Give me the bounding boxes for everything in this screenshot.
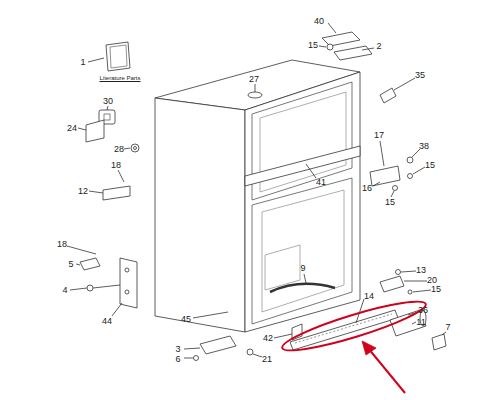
callout-number: 14 [364, 292, 374, 301]
callout-number: 5 [68, 260, 73, 269]
callout-number: 18 [111, 161, 121, 170]
callout-number: 17 [374, 131, 384, 140]
callout-number: 6 [175, 355, 180, 364]
callout-number: 2 [376, 42, 381, 51]
callout-number: 30 [103, 97, 113, 106]
callout-number: 11 [416, 318, 425, 327]
part-name: Literature Parts [99, 75, 140, 81]
callout-number: 15 [385, 198, 395, 207]
callout-number: 13 [416, 266, 426, 275]
callout-number: 40 [314, 17, 324, 26]
callout-number: 12 [78, 187, 88, 196]
callout-number: 15 [425, 161, 435, 170]
callout-number: 36 [418, 306, 428, 315]
callout-number: 15 [431, 285, 441, 294]
callout-number: 44 [102, 317, 112, 326]
callout-number: 38 [419, 142, 429, 151]
callout-number: 1 [80, 58, 85, 67]
callout-number: 15 [308, 41, 318, 50]
callout-number: 42 [263, 334, 273, 343]
callout-number: 4 [62, 286, 67, 295]
callout-number: 20 [427, 276, 437, 285]
callout-number: 45 [181, 315, 191, 324]
callout-number: 16 [362, 184, 372, 193]
callout-number: 3 [175, 345, 180, 354]
callout-number: 28 [114, 145, 124, 154]
callout-number: 41 [316, 178, 326, 187]
callout-number: 7 [445, 323, 450, 332]
callout-number: 27 [249, 75, 259, 84]
callout-number: 9 [300, 264, 305, 273]
callout-number: 35 [415, 71, 425, 80]
callout-number: 18 [57, 240, 67, 249]
callout-number: 24 [67, 124, 77, 133]
callout-number: 21 [262, 355, 272, 364]
